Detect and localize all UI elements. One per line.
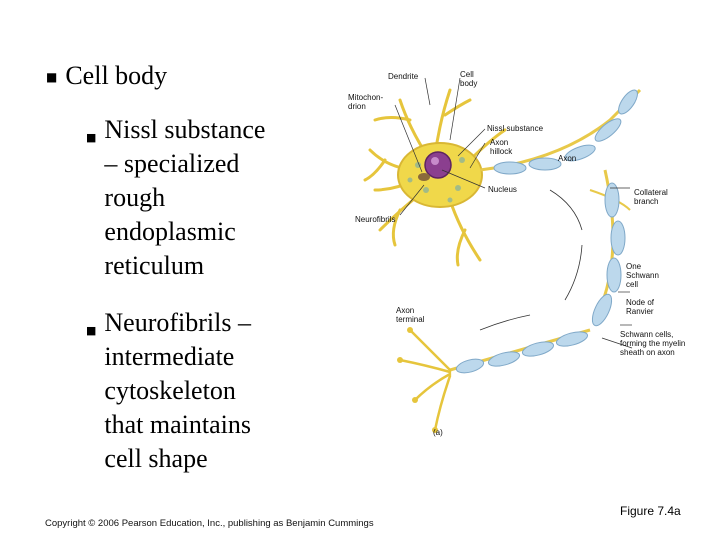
- mitochondrion-shape: [418, 173, 430, 181]
- label-node-of-ranvier: Node of Ranvier: [626, 298, 655, 316]
- bullet-neurofibrils: ■ Neurofibrils – intermediate cytoskelet…: [86, 306, 334, 476]
- terminal-knobs: [397, 327, 438, 433]
- label-neurofibrils: Neurofibrils: [355, 215, 396, 224]
- bullet-neurofibrils-text: Neurofibrils – intermediate cytoskeleton…: [104, 308, 251, 473]
- neuron-illustration: [363, 77, 642, 433]
- label-collateral-branch: Collateral branch: [634, 188, 668, 206]
- square-bullet-icon: ■: [86, 131, 97, 144]
- label-cell-body: Cell body: [460, 70, 478, 88]
- label-schwann-cells: Schwann cells, forming the myelin sheath…: [620, 330, 686, 357]
- square-bullet-icon: ■: [46, 70, 58, 84]
- copyright-notice: Copyright © 2006 Pearson Education, Inc.…: [45, 518, 374, 529]
- nucleus-shape: [424, 151, 452, 179]
- label-nissl: Nissl substance: [487, 124, 544, 133]
- myelin-sheath-right: [591, 182, 626, 327]
- label-axon-hillock: Axon hillock: [490, 138, 513, 156]
- myelin-sheath-upper: [493, 89, 638, 175]
- neuron-figure: Dendrite Cell body Mitochon- drion Nissl…: [340, 60, 720, 450]
- axon-terminals: [398, 328, 452, 432]
- bullet-nissl-text: Nissl substance – specialized rough endo…: [104, 115, 266, 280]
- label-dendrite: Dendrite: [388, 72, 419, 81]
- label-nucleus: Nucleus: [488, 185, 517, 194]
- label-mitochondrion: Mitochon- drion: [348, 93, 384, 111]
- bullet-nissl: ■ Nissl substance – specialized rough en…: [86, 113, 334, 283]
- label-one-schwann-cell: One Schwann cell: [626, 262, 659, 289]
- label-axon: Axon: [558, 154, 577, 163]
- myelin-sheath-lower: [455, 331, 589, 374]
- bullet-main-text: Cell body: [65, 61, 168, 90]
- label-panel-a: (a): [433, 428, 443, 437]
- figure-reference: Figure 7.4a: [620, 504, 681, 518]
- square-bullet-icon: ■: [86, 324, 97, 337]
- bullet-cell-body: ■ Cell body: [46, 60, 167, 96]
- flow-arrows: [479, 189, 583, 331]
- label-axon-terminal: Axon terminal: [396, 306, 425, 324]
- leader-lines: [394, 77, 633, 349]
